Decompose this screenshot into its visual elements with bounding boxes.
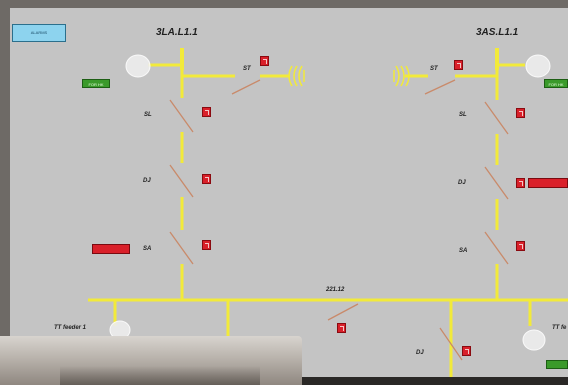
right-sa-label: SA: [459, 248, 468, 254]
left-st-label: ST: [243, 66, 251, 72]
bottom-right-lamp-icon: [522, 329, 546, 351]
right-sl-indicator[interactable]: [516, 108, 525, 118]
left-sl-indicator[interactable]: [202, 107, 211, 117]
left-bay-title: 3LA.L1.1: [156, 27, 198, 38]
right-bay-title: 3AS.L1.1: [476, 27, 519, 38]
right-dj-switch[interactable]: [484, 166, 509, 200]
left-dj-label: DJ: [143, 178, 151, 184]
right-dj-label: DJ: [458, 180, 466, 186]
left-sl-switch[interactable]: [169, 99, 194, 133]
left-sa-indicator[interactable]: [202, 240, 211, 250]
right-feeder-label: TT fe: [552, 325, 567, 331]
coupler-indicator[interactable]: [337, 323, 346, 333]
right-sl-label: SL: [459, 112, 467, 118]
right-dj-indicator[interactable]: [516, 178, 525, 188]
left-sa-switch[interactable]: [169, 231, 194, 265]
center-coupler-switch[interactable]: [327, 303, 359, 321]
right-st-indicator[interactable]: [454, 60, 463, 70]
right-sl-switch[interactable]: [484, 101, 509, 135]
left-dj-indicator[interactable]: [202, 174, 211, 184]
coupler-label: 221.12: [326, 287, 345, 293]
left-feeder-label: TT feeder 1: [54, 325, 87, 331]
monitor-bezel: [302, 377, 568, 385]
alarm-button[interactable]: ALARMS: [12, 24, 66, 42]
left-st-switch[interactable]: [231, 79, 261, 95]
left-sa-label: SA: [143, 246, 152, 252]
bottom-dj-switch[interactable]: [439, 327, 463, 361]
bottom-dj-label: DJ: [416, 350, 424, 356]
right-dj-alarm-tag: [528, 178, 568, 188]
left-dj-switch[interactable]: [169, 164, 194, 198]
right-st-label: ST: [430, 66, 438, 72]
right-sa-indicator[interactable]: [516, 241, 525, 251]
left-st-indicator[interactable]: [260, 56, 269, 66]
scada-screen: ALARMS 3LA.L1.1 3AS.L1.1 ST SL DJ SA ST …: [10, 8, 568, 385]
right-sa-switch[interactable]: [484, 231, 509, 265]
left-sa-alarm-tag: [92, 244, 130, 254]
foreground-photo-overlay: [0, 336, 302, 385]
bottom-right-command-button[interactable]: [546, 360, 568, 369]
single-line-diagram: [88, 48, 568, 385]
right-st-switch[interactable]: [424, 79, 456, 95]
bottom-dj-indicator[interactable]: [462, 346, 471, 356]
right-command-button[interactable]: FOR HK: [544, 79, 568, 88]
left-command-button[interactable]: FOR HK: [82, 79, 110, 88]
left-transformer-icon: [288, 65, 305, 87]
right-transformer-icon: [393, 65, 410, 87]
left-sl-label: SL: [144, 112, 152, 118]
right-lamp-icon: [525, 54, 551, 78]
left-lamp-icon: [125, 54, 151, 78]
